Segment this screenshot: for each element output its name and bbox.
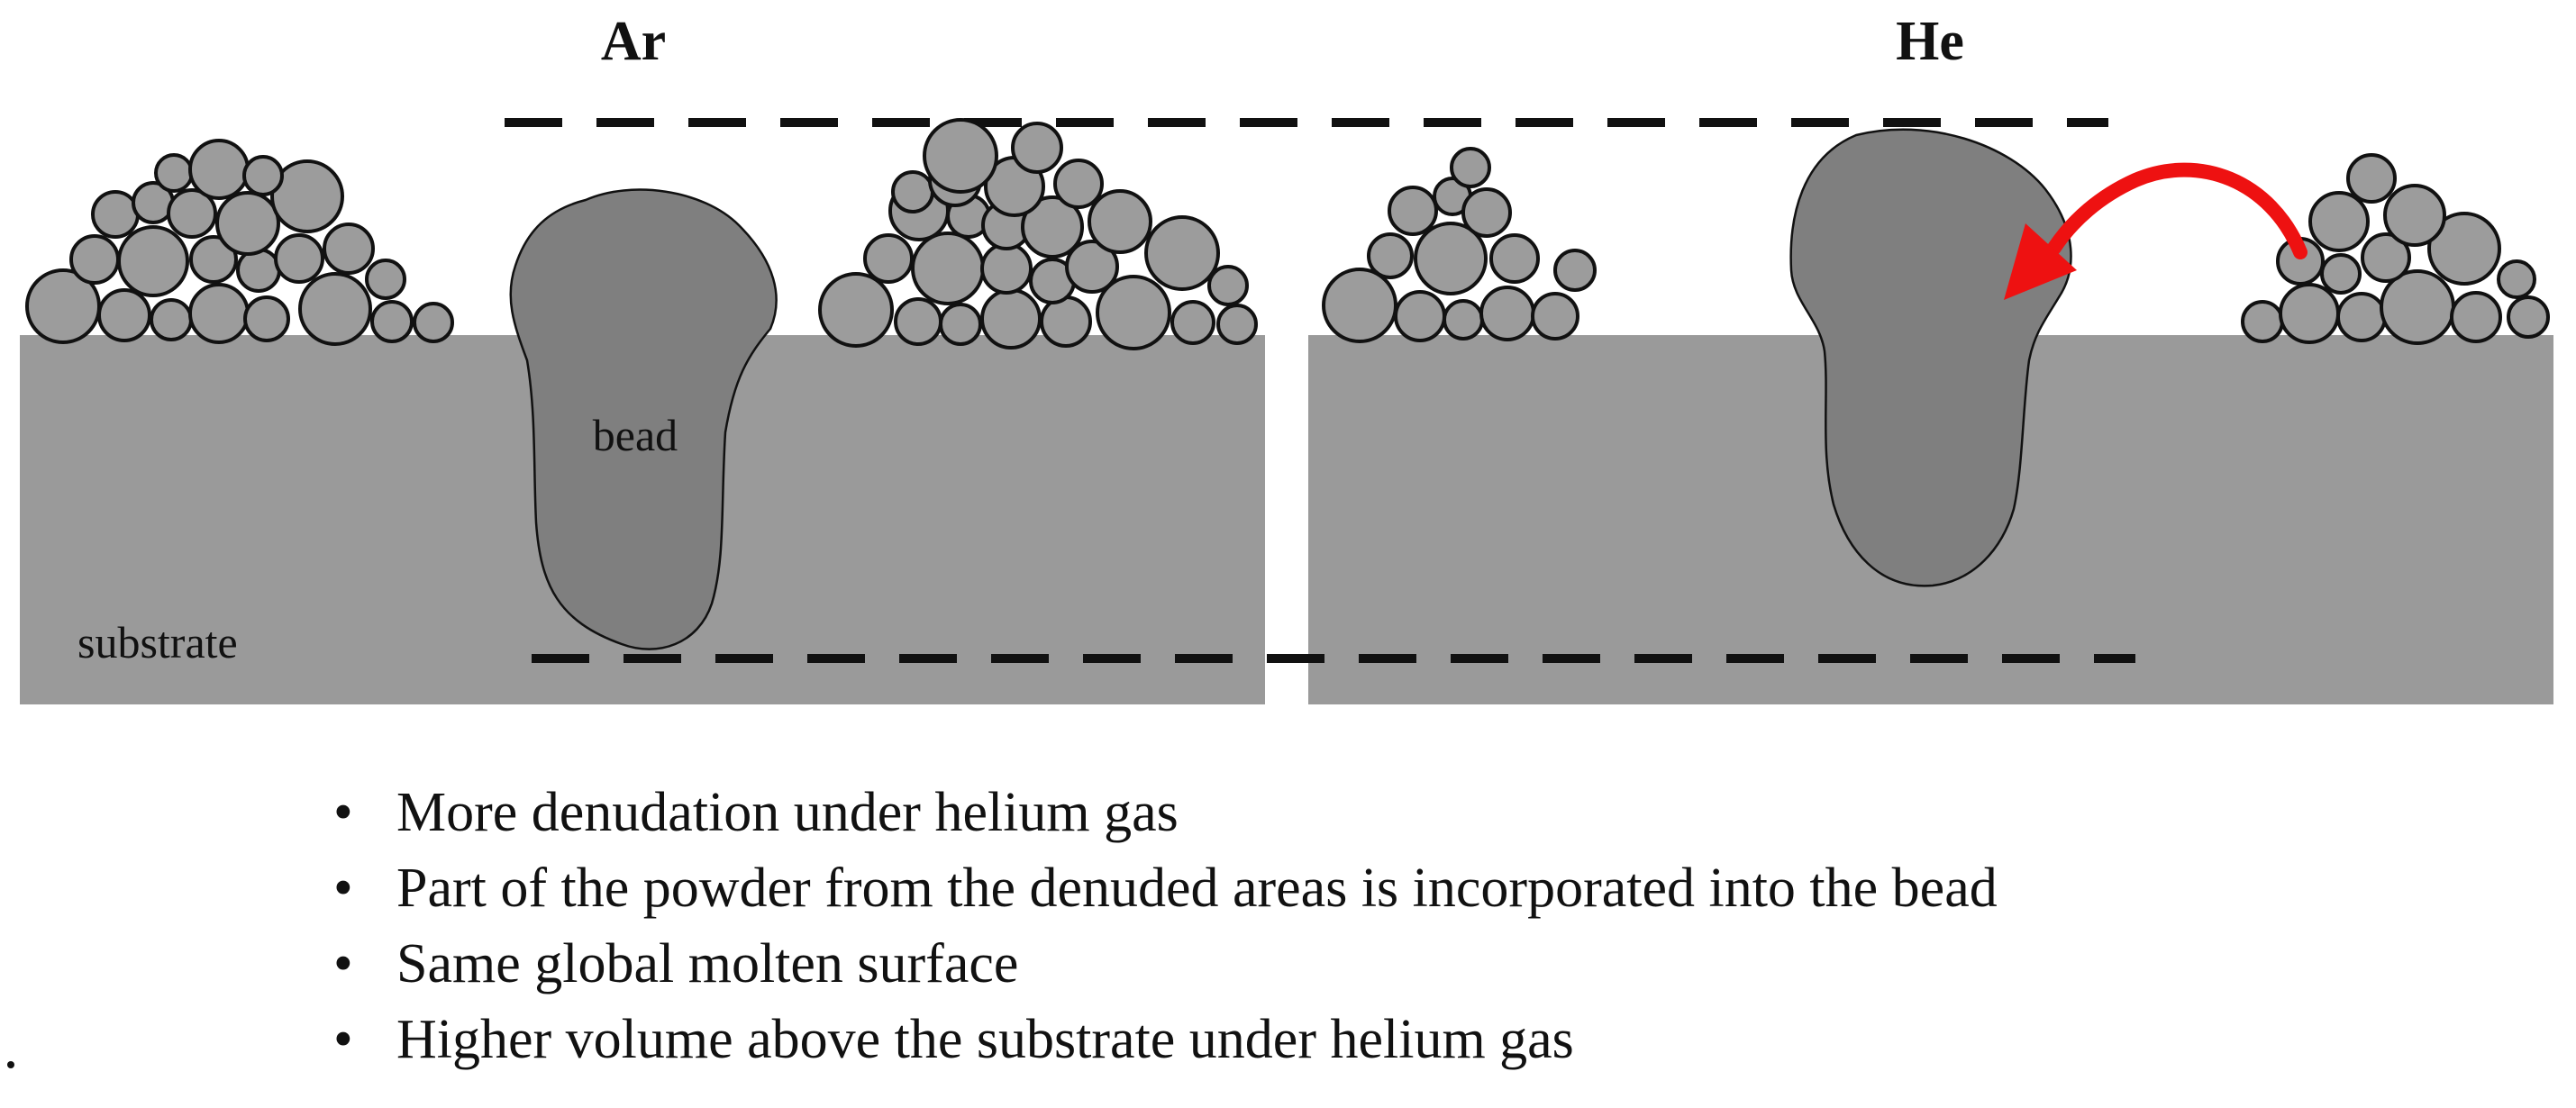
bullet-dot-icon: •	[333, 782, 353, 843]
powder-particle	[154, 153, 194, 193]
bullet-text: Higher volume above the substrate under …	[396, 1009, 1574, 1070]
powder-particle	[1450, 147, 1491, 188]
powder-particle	[2241, 300, 2284, 343]
powder-particle	[818, 272, 894, 348]
bullet-dot-icon: •	[333, 858, 353, 919]
powder-pile-ar-left	[25, 139, 454, 346]
powder-particle	[1144, 215, 1220, 291]
powder-particle	[69, 234, 120, 285]
stray-dot	[7, 1061, 14, 1068]
powder-particle	[188, 139, 250, 200]
label-ar: Ar	[601, 11, 666, 72]
powder-pile-he-right	[2241, 153, 2550, 345]
powder-particle	[1531, 292, 1579, 341]
powder-particle	[2450, 291, 2502, 343]
powder-particle	[270, 159, 344, 233]
powder-particle	[1053, 159, 1104, 209]
powder-particle	[188, 283, 250, 344]
powder-particle	[2383, 184, 2446, 247]
powder-particle	[2427, 212, 2501, 286]
powder-particle	[1461, 187, 1512, 238]
powder-particle	[91, 190, 140, 239]
powder-particle	[189, 235, 238, 284]
powder-pile-ar-right	[818, 118, 1258, 350]
powder-particle	[891, 170, 934, 213]
powder-particle	[413, 302, 454, 343]
powder-particle	[323, 223, 375, 275]
powder-particle	[97, 288, 151, 342]
powder-particle	[2320, 253, 2362, 295]
powder-incorporation-arrow	[2004, 162, 2307, 300]
powder-particle	[2497, 259, 2536, 299]
powder-particle	[1394, 290, 1446, 342]
powder-particle	[298, 272, 372, 346]
powder-particle	[1065, 240, 1119, 294]
powder-particle	[2346, 153, 2397, 204]
powder-particle	[1096, 275, 1171, 350]
powder-particle	[863, 233, 914, 284]
powder-particle	[167, 188, 217, 239]
powder-particle	[1040, 295, 1092, 348]
powder-particle	[215, 191, 280, 256]
powder-particle	[1021, 195, 1084, 259]
powder-particle	[117, 225, 189, 297]
powder-particle	[1088, 189, 1152, 254]
bullet-text: Same global molten surface	[396, 933, 1019, 994]
powder-particle	[236, 248, 281, 293]
powder-particle	[1367, 232, 1414, 279]
bullet-list: • More denudation under helium gas • Part …	[324, 775, 1998, 1077]
bead-he	[1789, 128, 2072, 587]
powder-particle	[1479, 286, 1535, 341]
bullet-dot-icon: •	[333, 933, 353, 994]
label-substrate: substrate	[77, 617, 238, 668]
powder-particle	[2507, 295, 2550, 339]
powder-particle	[1216, 304, 1258, 345]
powder-particle	[2308, 191, 2370, 252]
bullet-item: • Part of the powder from the denuded are…	[324, 850, 1998, 926]
bullet-text: More denudation under helium gas	[396, 782, 1179, 843]
powder-particle	[1388, 186, 1438, 236]
powder-pile-he-left	[1322, 147, 1597, 343]
bead-ar	[509, 188, 778, 650]
powder-particle	[1443, 299, 1484, 341]
bullet-dot-icon: •	[333, 1009, 353, 1070]
powder-particle	[980, 242, 1033, 295]
powder-particle	[2279, 283, 2340, 344]
powder-particle	[365, 259, 406, 300]
bullet-item: • Higher volume above the substrate under…	[324, 1002, 1998, 1077]
powder-particle	[242, 155, 284, 196]
powder-particle	[1553, 249, 1597, 292]
powder-particle	[2336, 292, 2387, 342]
powder-particle	[911, 232, 985, 305]
powder-particle	[370, 300, 414, 343]
powder-particle	[1011, 122, 1063, 174]
powder-particle	[1322, 268, 1397, 343]
powder-particle	[1170, 300, 1215, 345]
powder-particle	[980, 288, 1042, 350]
powder-particle	[1414, 222, 1488, 295]
powder-particle	[939, 303, 982, 346]
powder-particle	[894, 297, 942, 346]
powder-particle	[274, 233, 324, 284]
powder-particle	[1489, 233, 1540, 284]
powder-particle	[2361, 232, 2411, 283]
label-he: He	[1896, 11, 1964, 72]
bullet-item: • Same global molten surface	[324, 926, 1998, 1002]
powder-particle	[1207, 265, 1249, 306]
powder-particle	[923, 118, 998, 194]
bullet-text: Part of the powder from the denuded area…	[396, 858, 1998, 919]
bullet-item: • More denudation under helium gas	[324, 775, 1998, 850]
powder-particle	[150, 298, 193, 341]
powder-particle	[243, 295, 290, 342]
label-bead: bead	[593, 410, 678, 460]
